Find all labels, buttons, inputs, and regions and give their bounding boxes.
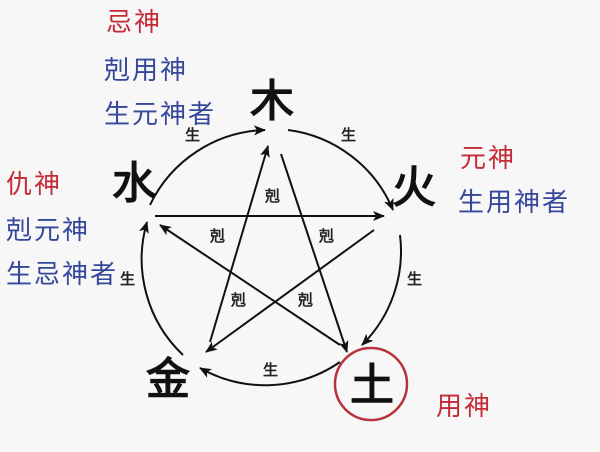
annotation-wood-line-1: 剋用神	[104, 56, 189, 86]
annotation-fire-line-1: 生用神者	[458, 188, 571, 218]
element-wood: 木	[250, 76, 294, 127]
annotation-water-title: 仇神	[6, 170, 63, 200]
generate-label-wood-fire: 生	[341, 126, 357, 144]
arc-water-to-wood	[149, 125, 266, 206]
arc-fire-to-earth	[361, 234, 402, 346]
annotation-fire-title: 元神	[460, 144, 517, 174]
annotation-wood-line-2: 生元神者	[104, 100, 217, 130]
control-label-top: 剋	[265, 187, 281, 205]
annotation-wood-title: 忌神	[106, 8, 163, 38]
arc-wood-to-fire	[287, 129, 394, 211]
arc-earth-to-metal	[199, 361, 341, 387]
generate-label-water-wood: 生	[185, 126, 201, 144]
line-wood-to-earth	[280, 153, 349, 353]
arc-metal-to-water	[139, 221, 184, 356]
control-label-right: 剋	[319, 227, 335, 245]
element-earth: 土	[350, 360, 394, 411]
line-earth-to-water	[159, 224, 341, 346]
generating-cycle	[139, 125, 402, 387]
annotation-earth-title: 用神	[436, 392, 493, 422]
element-fire: 火	[392, 162, 436, 213]
earth-highlight-circle	[333, 346, 409, 422]
generate-label-earth-metal: 生	[263, 361, 279, 379]
generate-label-metal-water: 生	[120, 270, 136, 288]
element-water: 水	[112, 158, 156, 209]
line-metal-to-wood	[209, 145, 270, 343]
control-label-bottom-left: 剋	[231, 291, 247, 309]
control-label-left: 剋	[210, 227, 226, 245]
generate-label-fire-earth: 生	[407, 270, 423, 288]
controlling-cycle	[155, 145, 385, 353]
control-label-bottom-right: 剋	[298, 291, 314, 309]
annotation-water-line-2: 生忌神者	[6, 260, 119, 290]
line-fire-to-metal	[205, 229, 375, 353]
element-metal: 金	[146, 354, 190, 405]
annotation-water-line-1: 剋元神	[6, 216, 91, 246]
